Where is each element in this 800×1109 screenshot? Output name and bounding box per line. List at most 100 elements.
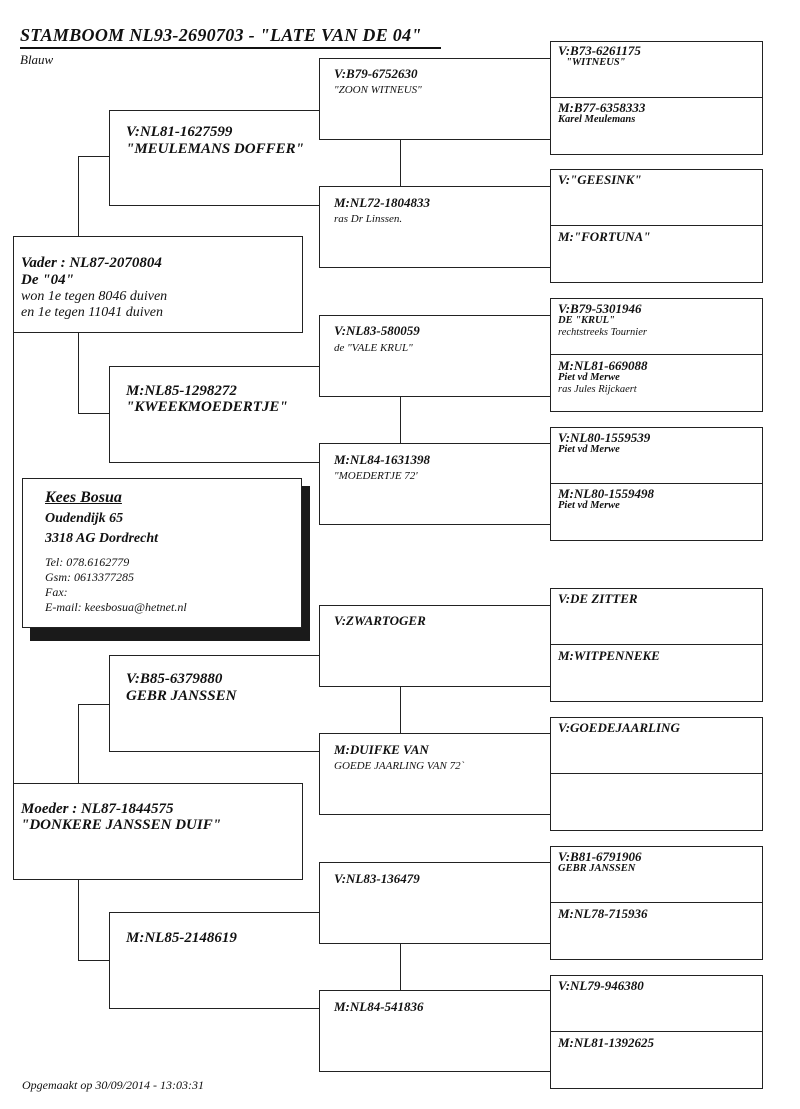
gen3-id: M:NL84-1631398	[334, 452, 431, 467]
gen4-id: V:B79-5301946	[558, 301, 642, 316]
gen3-box	[319, 315, 551, 397]
gen3-box	[319, 186, 551, 268]
connector	[109, 912, 319, 913]
gen4-id: M:NL80-1559498	[558, 486, 655, 501]
connector	[78, 332, 79, 413]
gen4-line: Karel Meulemans	[558, 114, 636, 125]
color-label: Blauw	[20, 52, 54, 67]
father-note: en 1e tegen 11041 duiven	[21, 305, 164, 320]
father-id: Vader : NL87-2070804	[21, 255, 162, 271]
mother-id: Moeder : NL87-1844575	[21, 801, 174, 817]
gen4-box	[550, 483, 763, 541]
father-box	[13, 236, 303, 333]
gen4-id: M:NL81-669088	[558, 358, 648, 373]
gen4-id: V:B81-6791906	[558, 849, 642, 864]
gen4-id: M:NL78-715936	[558, 906, 648, 921]
owner-fax: Fax:	[45, 585, 68, 599]
gen2-name: "MEULEMANS DOFFER"	[126, 141, 304, 157]
footer-created: Opgemaakt op 30/09/2014 - 13:03:31	[22, 1078, 204, 1092]
owner-tel: Tel: 078.6162779	[45, 555, 130, 569]
connector	[109, 366, 110, 462]
connector	[109, 751, 319, 752]
connector	[400, 139, 401, 186]
connector	[13, 248, 14, 818]
gen4-line: Piet vd Merwe	[558, 372, 620, 383]
gen4-id: V:DE ZITTER	[558, 591, 638, 606]
connector	[109, 110, 319, 111]
gen4-id: V:GOEDEJAARLING	[558, 720, 680, 735]
address-card	[22, 478, 302, 628]
connector	[109, 366, 319, 367]
father-note: won 1e tegen 8046 duiven	[21, 289, 168, 304]
father-name: De "04"	[21, 272, 74, 288]
gen4-box	[550, 1031, 763, 1089]
gen4-line: Piet vd Merwe	[558, 500, 620, 511]
gen4-box	[550, 902, 763, 960]
gen3-id: M:NL72-1804833	[334, 195, 431, 210]
gen4-id: M:NL81-1392625	[558, 1035, 655, 1050]
gen3-box	[319, 990, 551, 1072]
connector	[78, 960, 109, 961]
gen3-id: V:NL83-580059	[334, 323, 420, 338]
gen4-line: DE "KRUL"	[558, 315, 615, 326]
gen4-line: ras Jules Rijckaert	[558, 384, 637, 395]
gen3-id: M:NL84-541836	[334, 999, 424, 1014]
gen2-name: "KWEEKMOEDERTJE"	[126, 399, 288, 415]
owner-street: Oudendijk 65	[45, 511, 124, 526]
gen3-box	[319, 443, 551, 525]
mother-name: "DONKERE JANSSEN DUIF"	[21, 817, 222, 833]
gen4-id: V:B73-6261175	[558, 43, 641, 58]
gen2-id: M:NL85-1298272	[126, 383, 237, 399]
gen4-box	[550, 846, 763, 903]
gen4-box	[550, 298, 763, 355]
gen4-id: M:WITPENNEKE	[558, 648, 660, 663]
gen4-box	[550, 225, 763, 283]
gen3-line: "MOEDERTJE 72'	[334, 470, 418, 482]
connector	[78, 156, 109, 157]
connector	[78, 880, 79, 960]
connector	[400, 396, 401, 443]
gen4-line: GEBR JANSSEN	[558, 863, 636, 874]
gen4-box	[550, 644, 763, 702]
connector	[109, 462, 319, 463]
connector	[78, 413, 109, 414]
gen3-line: ras Dr Linssen.	[334, 213, 403, 225]
gen4-line: rechtstreeks Tournier	[558, 327, 647, 338]
gen3-box	[319, 605, 551, 687]
gen4-box	[550, 427, 763, 484]
gen2-name: GEBR JANSSEN	[126, 688, 237, 704]
connector	[400, 686, 401, 734]
connector	[78, 704, 79, 784]
gen4-line: Piet vd Merwe	[558, 444, 620, 455]
gen4-box	[550, 717, 763, 774]
connector	[400, 943, 401, 991]
connector	[78, 704, 109, 705]
gen3-line: de "VALE KRUL"	[334, 342, 413, 354]
gen3-id: M:DUIFKE VAN	[334, 742, 429, 757]
gen3-line: GOEDE JAARLING VAN 72`	[334, 760, 465, 772]
connector	[109, 110, 110, 205]
gen4-id: V:NL80-1559539	[558, 430, 651, 445]
gen4-id: M:"FORTUNA"	[558, 229, 651, 244]
gen3-line: "ZOON WITNEUS"	[334, 84, 422, 96]
gen3-id: V:ZWARTOGER	[334, 613, 426, 628]
gen3-box	[319, 58, 551, 140]
gen4-id: M:B77-6358333	[558, 100, 646, 115]
gen3-box	[319, 862, 551, 944]
gen3-id: V:NL83-136479	[334, 871, 420, 886]
title-underline	[20, 47, 441, 49]
gen4-line: "WITNEUS"	[566, 57, 626, 68]
connector	[109, 1008, 319, 1009]
pedigree-title: STAMBOOM NL93-2690703 - "LATE VAN DE 04"	[20, 25, 422, 45]
gen4-box	[550, 354, 763, 412]
gen4-id: V:NL79-946380	[558, 978, 644, 993]
gen4-id: V:"GEESINK"	[558, 172, 642, 187]
gen2-id: V:B85-6379880	[126, 671, 223, 687]
gen2-id: V:NL81-1627599	[126, 124, 233, 140]
owner-gsm: Gsm: 0613377285	[45, 570, 134, 584]
gen4-box	[550, 41, 763, 98]
owner-email: E-mail: keesbosua@hetnet.nl	[45, 600, 187, 614]
gen4-box	[550, 169, 763, 226]
owner-city: 3318 AG Dordrecht	[45, 531, 159, 546]
connector	[78, 156, 79, 238]
